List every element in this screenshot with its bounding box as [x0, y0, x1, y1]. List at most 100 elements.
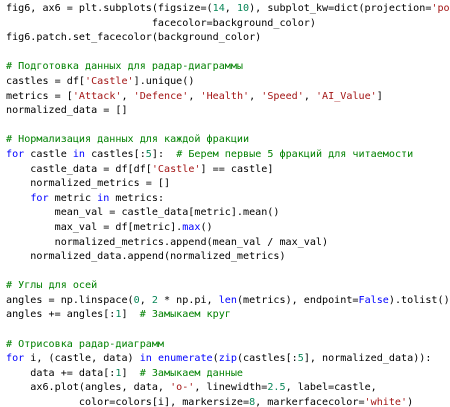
- code-line: # Отрисовка радар-диаграмм: [6, 338, 450, 353]
- code-token: ax6.plot(angles, data,: [6, 382, 171, 394]
- code-token: data += data[:: [6, 367, 116, 379]
- code-line: castle_data = df[df['Castle'] == castle]: [6, 163, 450, 178]
- code-line: angles = np.linspace(0, 2 * np.pi, len(m…: [6, 294, 450, 309]
- code-token: ], normalized_data)):: [303, 353, 432, 365]
- code-line: normalized_metrics = []: [6, 177, 450, 192]
- code-token: (castles[:: [236, 353, 298, 365]
- code-line: # Углы для осей: [6, 279, 450, 294]
- code-token: ]: [121, 309, 140, 321]
- keyword-token: in: [97, 192, 110, 204]
- number-token: 10: [236, 3, 250, 14]
- string-token: 'Defence': [133, 90, 189, 102]
- comment-token: # Замыкаем данные: [139, 367, 244, 379]
- code-token: ]: [121, 367, 140, 379]
- code-token: ] == castle]: [200, 163, 274, 175]
- code-token: angles += angles[:: [6, 309, 116, 321]
- code-token: , linewidth=: [194, 382, 268, 394]
- code-token: , markerfacecolor=: [255, 397, 365, 407]
- keyword-token: in: [139, 353, 152, 365]
- code-token: (): [200, 221, 213, 233]
- code-token: ]: [376, 90, 383, 102]
- code-line: castles = df['Castle'].unique(): [6, 75, 450, 90]
- code-token: (metrics), endpoint=: [236, 294, 359, 306]
- code-token: * np.pi,: [157, 294, 219, 306]
- code-line: for castle in castles[:5]: # Берем первы…: [6, 148, 450, 163]
- string-token: 'Castle': [85, 75, 134, 87]
- keyword-token: enumerate: [157, 353, 213, 365]
- number-token: 0: [133, 294, 140, 306]
- code-token: ,: [303, 90, 316, 102]
- string-token: 'o-': [170, 382, 195, 394]
- comment-token: # Замыкаем круг: [139, 309, 231, 321]
- number-token: 5: [297, 353, 304, 365]
- keyword-token: False: [358, 294, 389, 306]
- number-token: 1: [115, 367, 122, 379]
- code-token: ,: [188, 90, 201, 102]
- keyword-token: for: [30, 192, 49, 204]
- code-token: fig6.patch.set_facecolor(background_colo…: [6, 32, 262, 44]
- code-token: color=colors[i], markersize=: [6, 397, 250, 407]
- code-token: normalized_data.append(normalized_metric…: [6, 251, 286, 263]
- code-line: ax6.plot(angles, data, 'o-', linewidth=2…: [6, 381, 450, 396]
- string-token: 'white': [364, 397, 408, 407]
- number-token: 14: [212, 3, 225, 14]
- code-token: ].unique(): [133, 75, 195, 87]
- code-token: metrics = [: [6, 90, 73, 102]
- string-token: 'Speed': [261, 90, 304, 102]
- code-token: castle_data = df[df[: [6, 163, 152, 175]
- comment-token: # Отрисовка радар-диаграмм: [6, 338, 165, 350]
- code-token: fig6, ax6 = plt.subplots(figsize=(: [6, 3, 213, 14]
- code-line: max_val = df[metric].max(): [6, 221, 450, 236]
- code-line: metrics = ['Attack', 'Defence', 'Health'…: [6, 90, 450, 105]
- code-token: ,: [249, 90, 262, 102]
- code-token: normalized_data = []: [6, 105, 128, 117]
- keyword-token: for: [6, 148, 25, 160]
- string-token: 'Health': [200, 90, 250, 102]
- code-token: castles = df[: [6, 75, 86, 87]
- comment-token: # Подготовка данных для радар-диаграммы: [6, 61, 244, 73]
- code-token: i, (castle, data): [24, 353, 140, 365]
- keyword-token: max: [182, 221, 201, 233]
- code-token: castle: [24, 148, 73, 160]
- code-token: ), subplot_kw=dict(projection=: [249, 3, 432, 14]
- code-token: ,: [224, 3, 237, 14]
- string-token: 'polar': [431, 3, 450, 14]
- code-line: [6, 119, 450, 134]
- comment-token: # Углы для осей: [6, 280, 98, 292]
- code-line: # Нормализация данных для каждой фракции: [6, 133, 450, 148]
- keyword-token: zip: [218, 353, 237, 365]
- number-token: 5: [145, 148, 152, 160]
- code-token: normalized_metrics.append(mean_val / max…: [6, 236, 329, 248]
- string-token: 'Attack': [72, 90, 122, 102]
- number-token: 8: [249, 397, 256, 407]
- keyword-token: for: [6, 353, 25, 365]
- code-line: # Подготовка данных для радар-диаграммы: [6, 60, 450, 75]
- code-line: [6, 323, 450, 338]
- code-token: facecolor=background_color): [6, 17, 316, 29]
- code-token: normalized_metrics = []: [6, 178, 171, 190]
- code-token: metric: [48, 192, 98, 204]
- code-line: mean_val = castle_data[metric].mean(): [6, 206, 450, 221]
- code-token: ): [407, 397, 414, 407]
- number-token: 1: [115, 309, 122, 321]
- code-token: [6, 193, 30, 204]
- code-token: max_val = df[metric].: [6, 221, 183, 233]
- code-token: , label=castle,: [285, 382, 377, 394]
- code-line: color=colors[i], markersize=8, markerfac…: [6, 396, 450, 407]
- code-line: angles += angles[:1] # Замыкаем круг: [6, 308, 450, 323]
- number-token: 2: [151, 294, 158, 306]
- code-token: (: [212, 353, 219, 365]
- code-line: normalized_data = []: [6, 104, 450, 119]
- code-token: angles = np.linspace(: [6, 294, 134, 306]
- keyword-token: in: [72, 148, 86, 160]
- code-line: for metric in metrics:: [6, 192, 450, 207]
- code-line: fig6.patch.set_facecolor(background_colo…: [6, 31, 450, 46]
- string-token: 'Castle': [151, 163, 201, 175]
- comment-token: # Нормализация данных для каждой фракции: [6, 134, 250, 146]
- code-token: ,: [121, 90, 134, 102]
- code-token: ,: [139, 294, 152, 306]
- code-line: fig6, ax6 = plt.subplots(figsize=(14, 10…: [6, 2, 450, 17]
- code-line: [6, 265, 450, 280]
- code-line: facecolor=background_color): [6, 17, 450, 32]
